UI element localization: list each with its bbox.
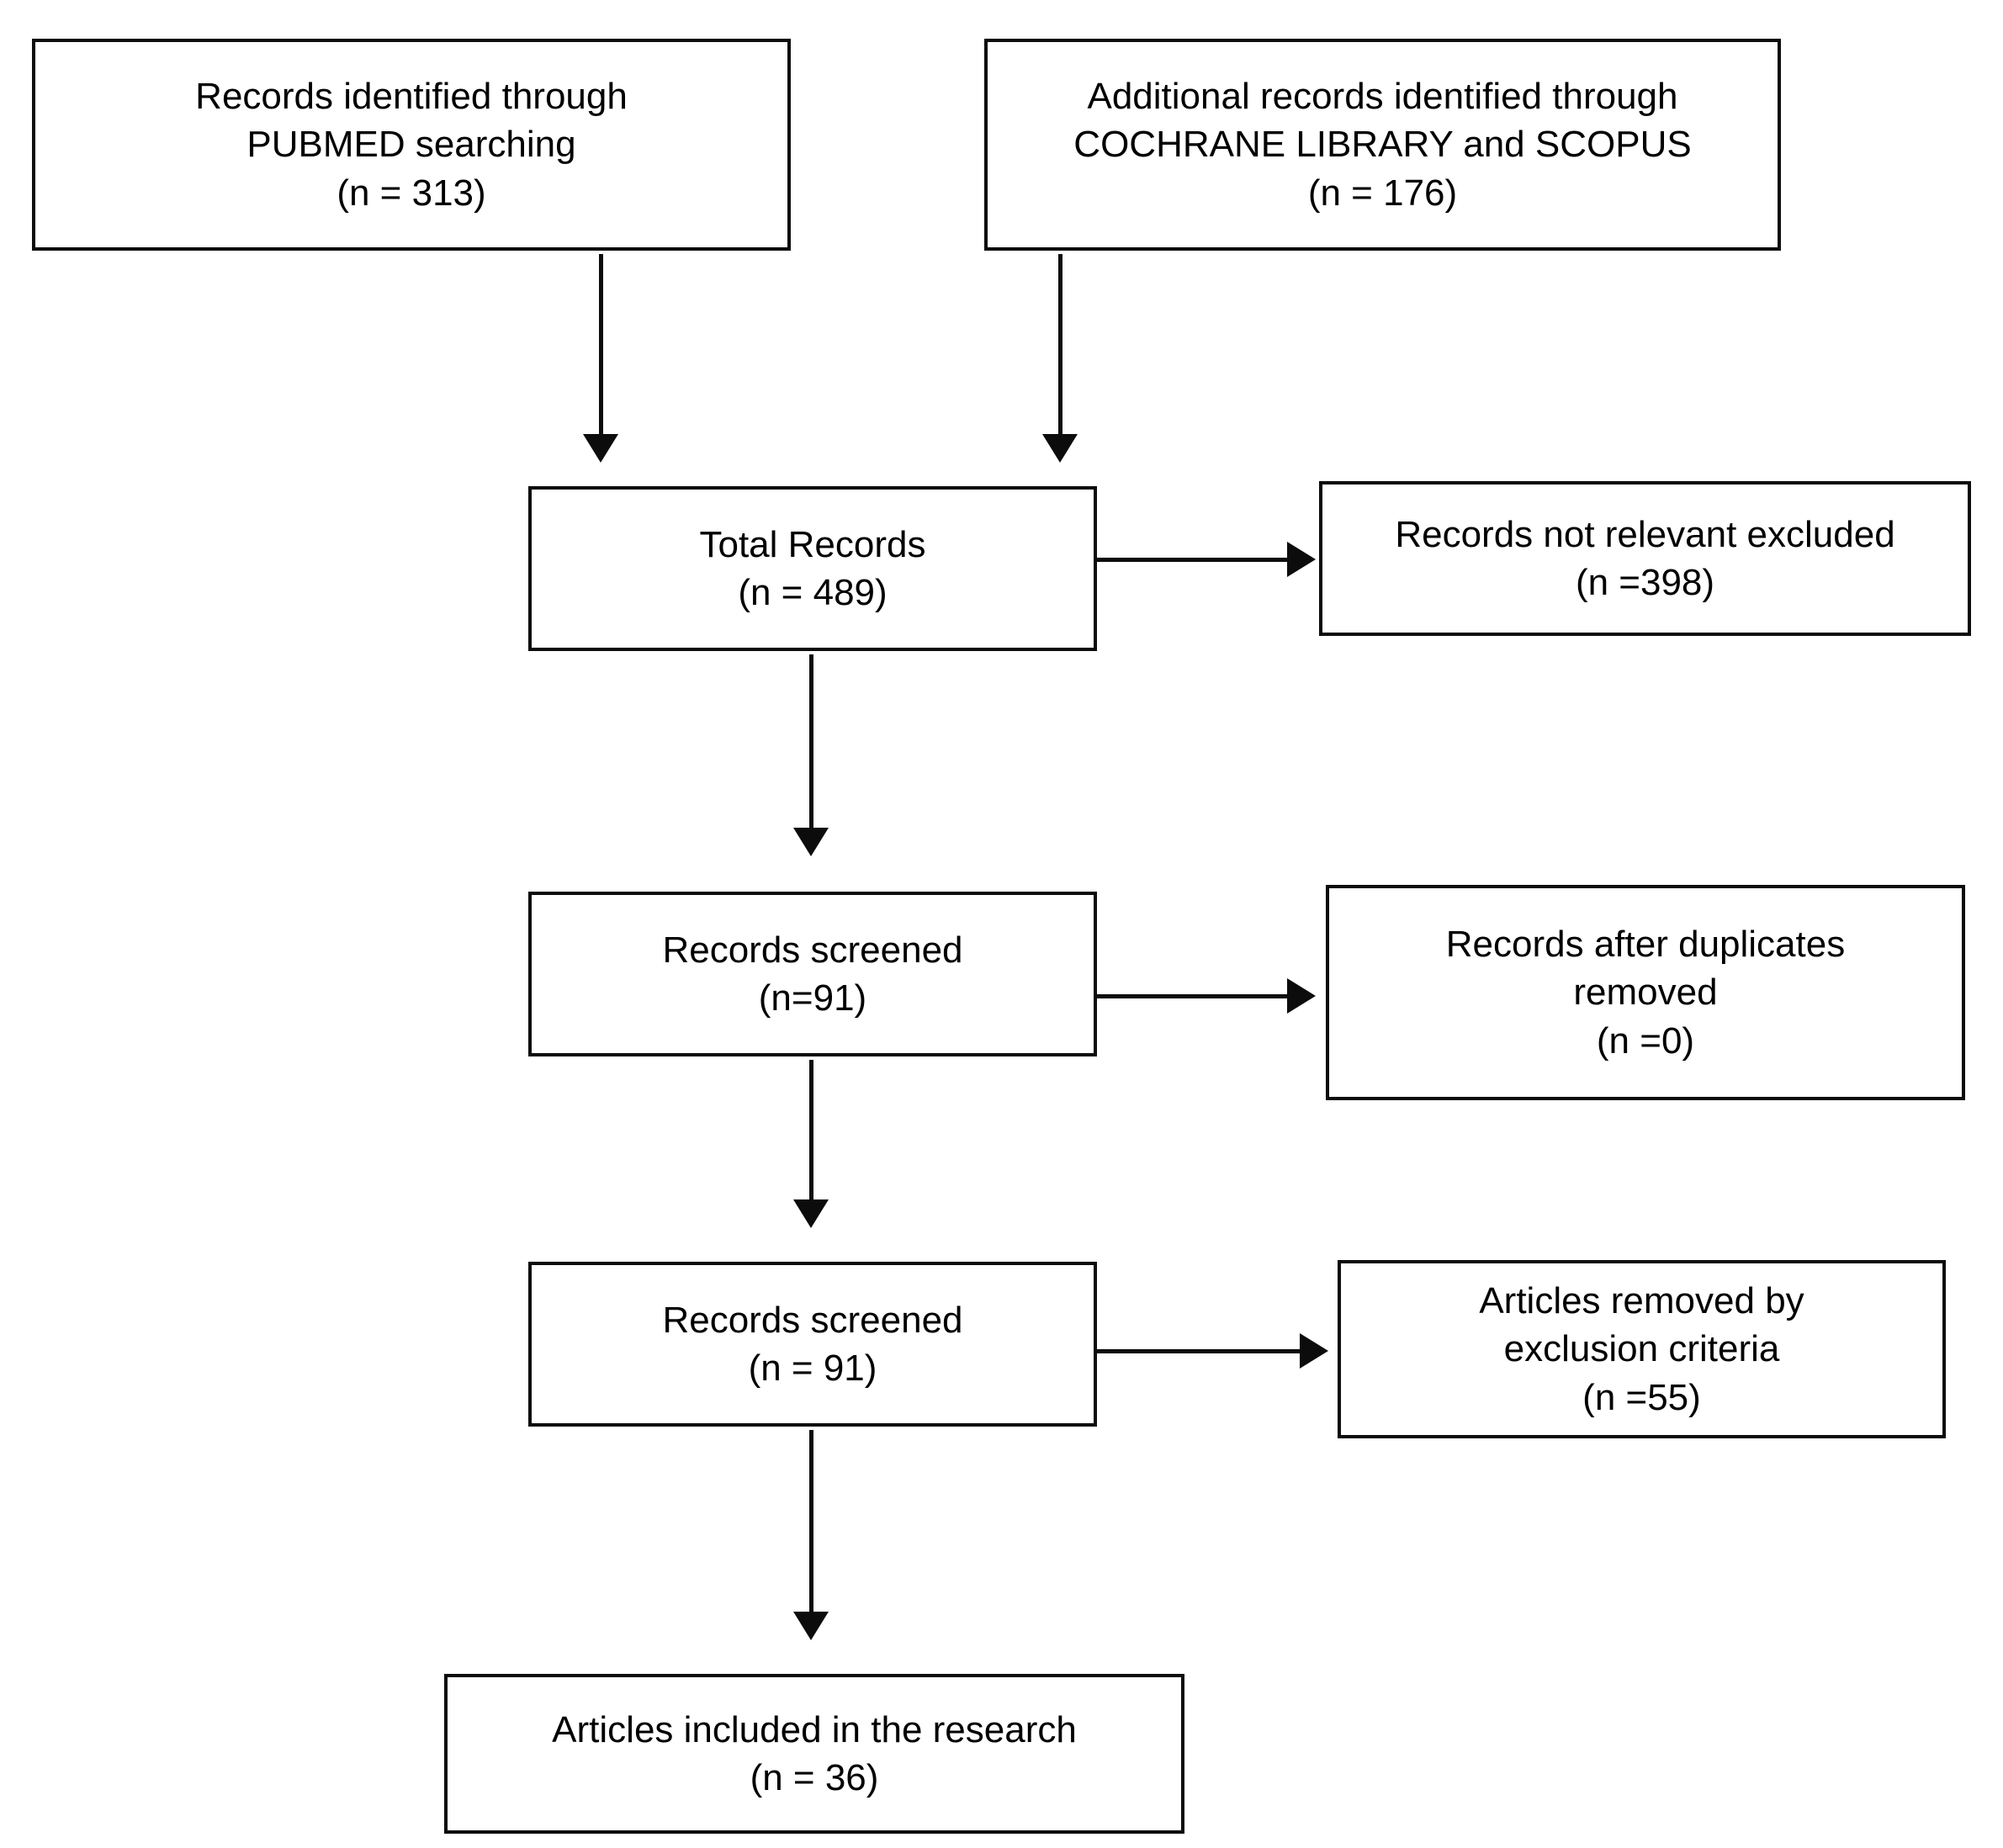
node-screened-2-label: Records screened bbox=[662, 1299, 963, 1341]
edge-screened-1-to-duplicates-arrowhead bbox=[1287, 978, 1316, 1014]
node-screened-2-count: (n = 91) bbox=[748, 1348, 877, 1389]
node-total-records-count: (n = 489) bbox=[738, 572, 888, 613]
edge-pubmed-to-total-arrowhead bbox=[583, 434, 618, 463]
node-duplicates-count: (n =0) bbox=[1596, 1019, 1695, 1062]
edge-pubmed-to-total-shaft bbox=[599, 254, 603, 436]
node-exclusion-line-2: exclusion criteria bbox=[1503, 1328, 1780, 1370]
edge-total-to-screened-1-shaft bbox=[809, 654, 813, 829]
edge-total-to-screened-1-arrowhead bbox=[793, 828, 829, 856]
node-other-db-count: (n = 176) bbox=[1307, 172, 1458, 214]
node-total-records: Total Records (n = 489) bbox=[528, 486, 1097, 651]
node-included-label: Articles included in the research bbox=[552, 1708, 1077, 1750]
edge-otherdb-to-total-arrowhead bbox=[1042, 434, 1078, 463]
node-not-relevant-label: Records not relevant excluded bbox=[1395, 513, 1895, 555]
node-not-relevant-count: (n =398) bbox=[1575, 562, 1715, 603]
node-screened-1-count: (n=91) bbox=[758, 977, 867, 1019]
node-records-after-duplicates-removed: Records after duplicates removed (n =0) bbox=[1326, 885, 1965, 1100]
node-articles-removed-exclusion-criteria: Articles removed by exclusion criteria (… bbox=[1338, 1260, 1946, 1438]
node-pubmed-count: (n = 313) bbox=[336, 172, 486, 214]
node-duplicates-line-1: Records after duplicates bbox=[1445, 924, 1846, 966]
edge-total-to-not-relevant-arrowhead bbox=[1287, 542, 1316, 577]
node-other-db-line-1: Additional records identified through bbox=[1087, 76, 1678, 118]
node-total-records-label: Total Records bbox=[699, 523, 926, 565]
edge-screened-1-to-screened-2-arrowhead bbox=[793, 1199, 829, 1228]
node-articles-included-in-research: Articles included in the research (n = 3… bbox=[444, 1674, 1184, 1834]
node-exclusion-line-1: Articles removed by bbox=[1479, 1280, 1804, 1322]
node-exclusion-count: (n =55) bbox=[1582, 1376, 1701, 1418]
edge-screened-1-to-duplicates-shaft bbox=[1097, 994, 1289, 998]
node-records-screened-second: Records screened (n = 91) bbox=[528, 1262, 1097, 1427]
edge-screened-2-to-included-shaft bbox=[809, 1430, 813, 1613]
node-records-identified-pubmed: Records identified through PUBMED search… bbox=[32, 39, 791, 251]
node-records-screened-first: Records screened (n=91) bbox=[528, 892, 1097, 1056]
node-pubmed-line-2: PUBMED searching bbox=[246, 124, 576, 166]
node-records-not-relevant-excluded: Records not relevant excluded (n =398) bbox=[1319, 481, 1971, 636]
edge-otherdb-to-total-shaft bbox=[1058, 254, 1062, 436]
edge-screened-2-to-exclusion-shaft bbox=[1097, 1349, 1301, 1353]
node-pubmed-line-1: Records identified through bbox=[195, 76, 628, 118]
edge-screened-2-to-included-arrowhead bbox=[793, 1612, 829, 1640]
node-duplicates-line-2: removed bbox=[1573, 972, 1718, 1014]
node-included-count: (n = 36) bbox=[750, 1757, 879, 1798]
node-screened-1-label: Records screened bbox=[662, 929, 963, 971]
edge-total-to-not-relevant-shaft bbox=[1097, 558, 1289, 562]
node-additional-records-cochrane-scopus: Additional records identified through CO… bbox=[984, 39, 1781, 251]
edge-screened-2-to-exclusion-arrowhead bbox=[1300, 1333, 1328, 1369]
node-other-db-line-2: COCHRANE LIBRARY and SCOPUS bbox=[1073, 124, 1692, 166]
edge-screened-1-to-screened-2-shaft bbox=[809, 1060, 813, 1201]
